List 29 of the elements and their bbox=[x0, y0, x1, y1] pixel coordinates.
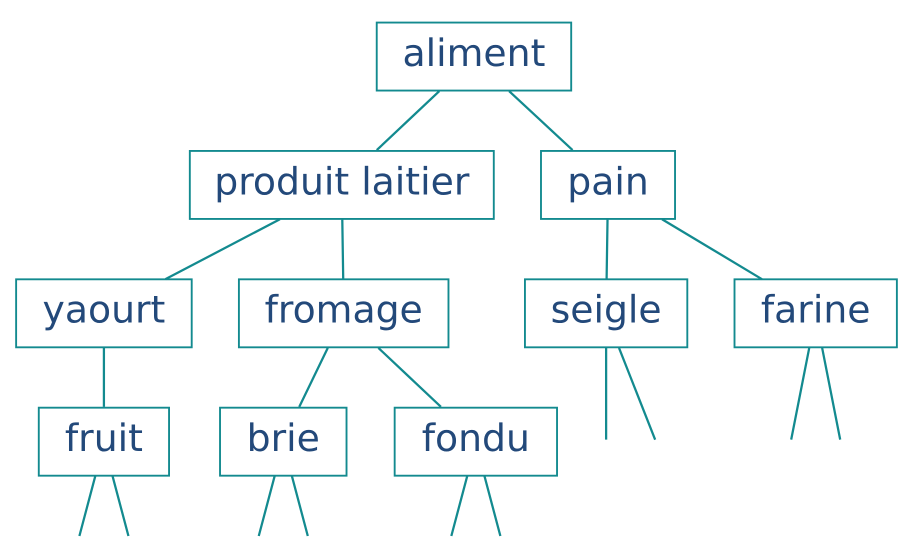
node-box: pain bbox=[540, 150, 676, 220]
connector bbox=[618, 347, 656, 440]
connector bbox=[376, 90, 440, 150]
connector bbox=[605, 347, 608, 440]
connector bbox=[821, 347, 842, 440]
connector bbox=[605, 219, 609, 278]
node-box: produit laitier bbox=[188, 150, 495, 220]
node-box: fruit bbox=[38, 406, 170, 476]
connector bbox=[78, 475, 96, 536]
node-box: fondu bbox=[394, 406, 558, 476]
connector bbox=[111, 475, 130, 536]
node-box: farine bbox=[734, 278, 898, 348]
connector bbox=[298, 346, 329, 407]
connector bbox=[102, 347, 106, 406]
connector bbox=[450, 475, 468, 536]
connector bbox=[258, 475, 276, 536]
connector bbox=[661, 218, 763, 280]
connector bbox=[508, 90, 574, 150]
connector bbox=[378, 346, 442, 408]
connector bbox=[290, 475, 309, 536]
connector bbox=[164, 218, 280, 280]
connector bbox=[483, 475, 502, 536]
node-box: yaourt bbox=[15, 278, 193, 348]
node-box: fromage bbox=[238, 278, 450, 348]
connector bbox=[341, 219, 344, 278]
node-box: aliment bbox=[376, 21, 572, 91]
node-box: brie bbox=[219, 406, 348, 476]
node-box: seigle bbox=[524, 278, 688, 348]
connector bbox=[790, 347, 810, 440]
